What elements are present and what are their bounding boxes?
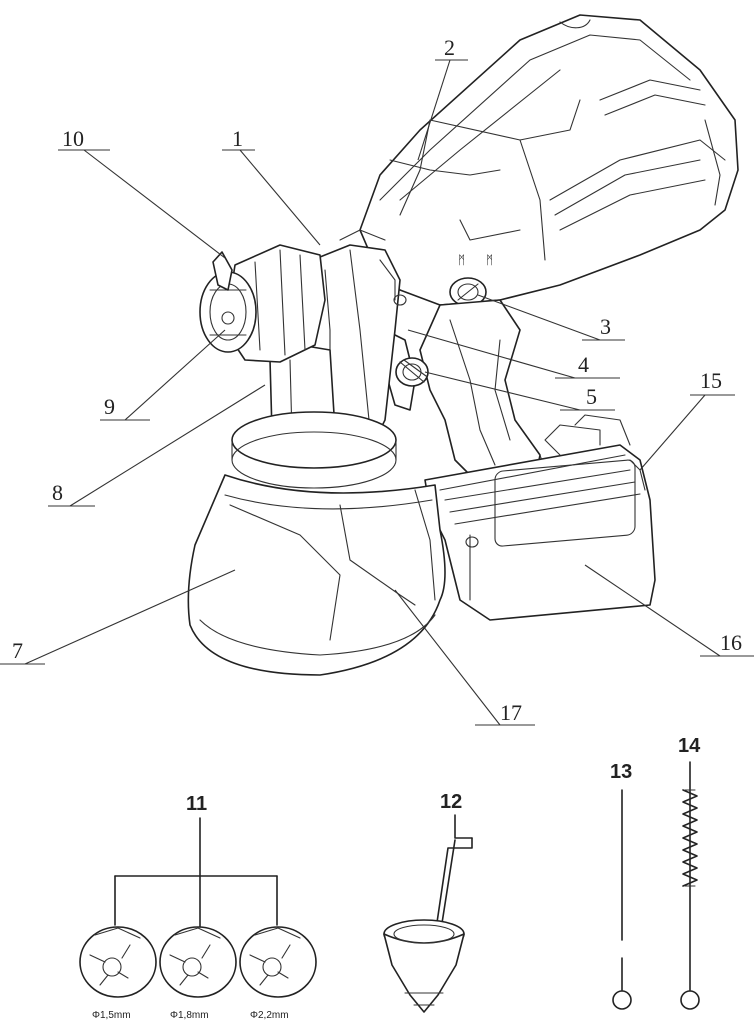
air-cap-lever[interactable] — [212, 251, 233, 291]
label-14: 14 — [678, 735, 701, 757]
label-15: 15 — [700, 368, 722, 393]
label-1: 1 — [232, 126, 243, 151]
label-11: 11 — [186, 793, 207, 815]
label-17: 17 — [500, 700, 522, 725]
handle — [419, 299, 546, 481]
nozzle-set: 11 Φ1,5mm Φ1,8mm Φ2,2mm — [79, 793, 317, 1021]
nozzle-size-1: Φ1,5mm — [92, 1010, 131, 1021]
label-12: 12 — [440, 791, 462, 813]
leader-lines — [0, 59, 754, 726]
flow-knob[interactable] — [395, 357, 429, 387]
label-9: 9 — [104, 394, 115, 419]
paint-container — [187, 411, 446, 676]
label-4: 4 — [578, 352, 589, 377]
nozzle-1 — [79, 926, 157, 998]
adjust-dial[interactable]: ᛗ ᛗ — [449, 253, 493, 307]
motor-housing — [359, 14, 739, 306]
dial-mark-right: ᛗ — [486, 253, 493, 267]
label-3: 3 — [600, 314, 611, 339]
label-7: 7 — [12, 638, 23, 663]
label-2: 2 — [444, 35, 455, 60]
label-8: 8 — [52, 480, 63, 505]
nozzle-size-3: Φ2,2mm — [250, 1010, 289, 1021]
nozzle-2 — [159, 926, 237, 998]
nozzle-size-2: Φ1,8mm — [170, 1010, 209, 1021]
label-13: 13 — [610, 761, 632, 783]
label-5: 5 — [586, 384, 597, 409]
label-16: 16 — [720, 630, 742, 655]
cleaning-needle: 13 — [610, 761, 632, 1010]
label-10: 10 — [62, 126, 84, 151]
dial-mark-left: ᛗ — [458, 253, 465, 267]
nozzle-3 — [239, 926, 317, 998]
nozzle-assembly — [199, 244, 326, 363]
cleaning-brush: 14 — [678, 735, 701, 1010]
callout-labels: 10 1 2 3 4 5 15 16 17 7 8 9 — [12, 35, 742, 725]
battery-pack — [424, 414, 656, 621]
viscosity-cup: 12 — [383, 791, 473, 1013]
